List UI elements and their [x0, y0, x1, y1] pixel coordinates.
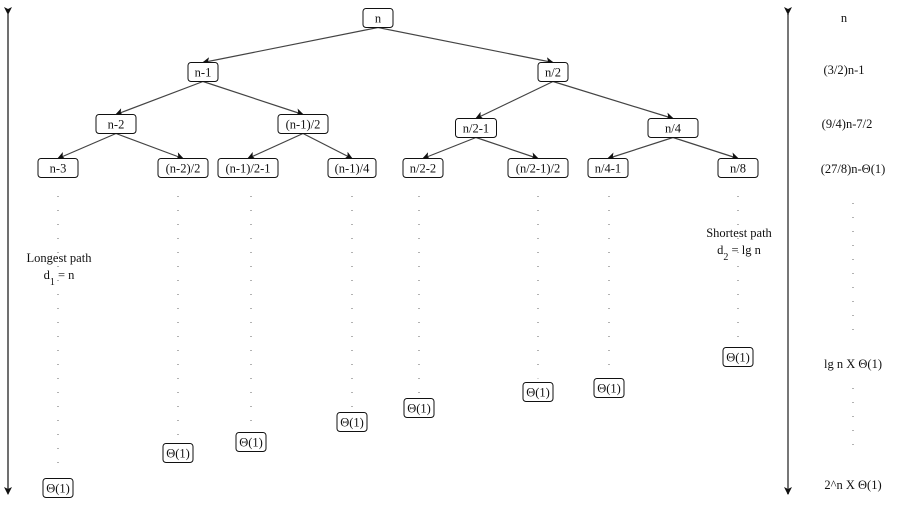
leaf-node: Θ(1)	[162, 443, 194, 463]
node-label: n/2-1	[463, 122, 489, 136]
node-label: n	[375, 12, 382, 26]
leaf-box	[522, 382, 554, 402]
node-box	[717, 158, 759, 178]
leaf-label: Θ(1)	[239, 436, 263, 450]
leaf-box	[162, 443, 194, 463]
node-box	[362, 8, 394, 28]
tree-node-aab: (n-2)/2	[157, 158, 209, 178]
node-box	[217, 158, 279, 178]
leaf-node: Θ(1)	[522, 382, 554, 402]
leaf-label: Θ(1)	[597, 382, 621, 396]
tree-node-ab: (n-1)/2	[277, 114, 329, 134]
node-box	[402, 158, 444, 178]
leaf-node: Θ(1)	[235, 432, 267, 452]
tree-node-bba: n/4-1	[587, 158, 629, 178]
leaf-node: Θ(1)	[593, 378, 625, 398]
node-box	[277, 114, 329, 134]
longest-path-formula: d1 = n	[44, 268, 76, 288]
tree-node-bbb: n/8	[717, 158, 759, 178]
tree-node-baa: n/2-2	[402, 158, 444, 178]
longest-path-title: Longest path	[27, 251, 93, 265]
node-label: n/8	[730, 162, 746, 176]
tree-node-b: n/2	[537, 62, 569, 82]
node-box	[157, 158, 209, 178]
node-label: (n-1)/4	[335, 162, 370, 176]
level-cost-1: (3/2)n-1	[824, 63, 865, 77]
leaf-box	[403, 398, 435, 418]
tree-node-bab: (n/2-1)/2	[507, 158, 569, 178]
node-label: n/4-1	[595, 162, 621, 176]
tree-edge	[202, 80, 304, 117]
tree-edge	[115, 132, 184, 160]
leaf-box	[42, 478, 74, 498]
level-cost-0: n	[841, 11, 848, 25]
tree-edge	[422, 136, 477, 160]
node-label: n-3	[50, 162, 67, 176]
tree-node-ba: n/2-1	[455, 118, 497, 138]
shortest-path-formula: d2 = lg n	[717, 243, 761, 263]
tree-edge	[475, 136, 539, 161]
node-box	[455, 118, 497, 138]
node-label: (n/2-1)/2	[516, 162, 560, 176]
node-label: (n-2)/2	[166, 162, 201, 176]
leaf-box	[336, 412, 368, 432]
level-cost-bottom: 2^n X Θ(1)	[824, 478, 881, 492]
leaf-box	[235, 432, 267, 452]
leaf-label: Θ(1)	[526, 386, 550, 400]
tree-edge	[247, 132, 304, 160]
tree-node-root: n	[362, 8, 394, 28]
leaf-node: Θ(1)	[336, 412, 368, 432]
level-cost-mid: lg n X Θ(1)	[824, 357, 882, 371]
node-label: (n-1)/2-1	[225, 162, 270, 176]
node-box	[537, 62, 569, 82]
tree-edge	[302, 132, 353, 160]
tree-edge	[57, 132, 117, 160]
tree-edge	[202, 26, 379, 66]
node-label: (n-1)/2	[286, 118, 321, 132]
tree-node-aaa: n-3	[37, 158, 79, 178]
tree-edge	[475, 80, 554, 120]
node-box	[95, 114, 137, 134]
node-box	[507, 158, 569, 178]
leaf-label: Θ(1)	[407, 402, 431, 416]
node-box	[37, 158, 79, 178]
tree-edge	[552, 80, 674, 121]
shortest-path-title: Shortest path	[706, 226, 772, 240]
tree-node-aba: (n-1)/2-1	[217, 158, 279, 178]
tree-node-abb: (n-1)/4	[327, 158, 377, 178]
leaf-box	[593, 378, 625, 398]
tree-edge	[607, 136, 674, 161]
tree-node-bb: n/4	[647, 118, 699, 138]
node-box	[327, 158, 377, 178]
leaf-node: Θ(1)	[722, 347, 754, 367]
leaf-label: Θ(1)	[166, 447, 190, 461]
leaf-label: Θ(1)	[46, 482, 70, 496]
node-box	[587, 158, 629, 178]
node-label: n/4	[665, 122, 682, 136]
node-box	[647, 118, 699, 138]
tree-edge	[115, 80, 204, 116]
leaf-node: Θ(1)	[42, 478, 74, 498]
tree-edge	[377, 26, 554, 66]
level-cost-2: (9/4)n-7/2	[822, 117, 873, 131]
leaf-label: Θ(1)	[340, 416, 364, 430]
node-label: n/2	[545, 66, 561, 80]
leaf-label: Θ(1)	[726, 351, 750, 365]
tree-node-aa: n-2	[95, 114, 137, 134]
leaf-node: Θ(1)	[403, 398, 435, 418]
node-label: n-1	[195, 66, 212, 80]
leaf-box	[722, 347, 754, 367]
node-box	[187, 62, 219, 82]
tree-edge	[672, 136, 739, 161]
tree-node-a: n-1	[187, 62, 219, 82]
node-label: n-2	[108, 118, 125, 132]
node-label: n/2-2	[410, 162, 436, 176]
level-cost-3: (27/8)n-Θ(1)	[821, 162, 886, 176]
